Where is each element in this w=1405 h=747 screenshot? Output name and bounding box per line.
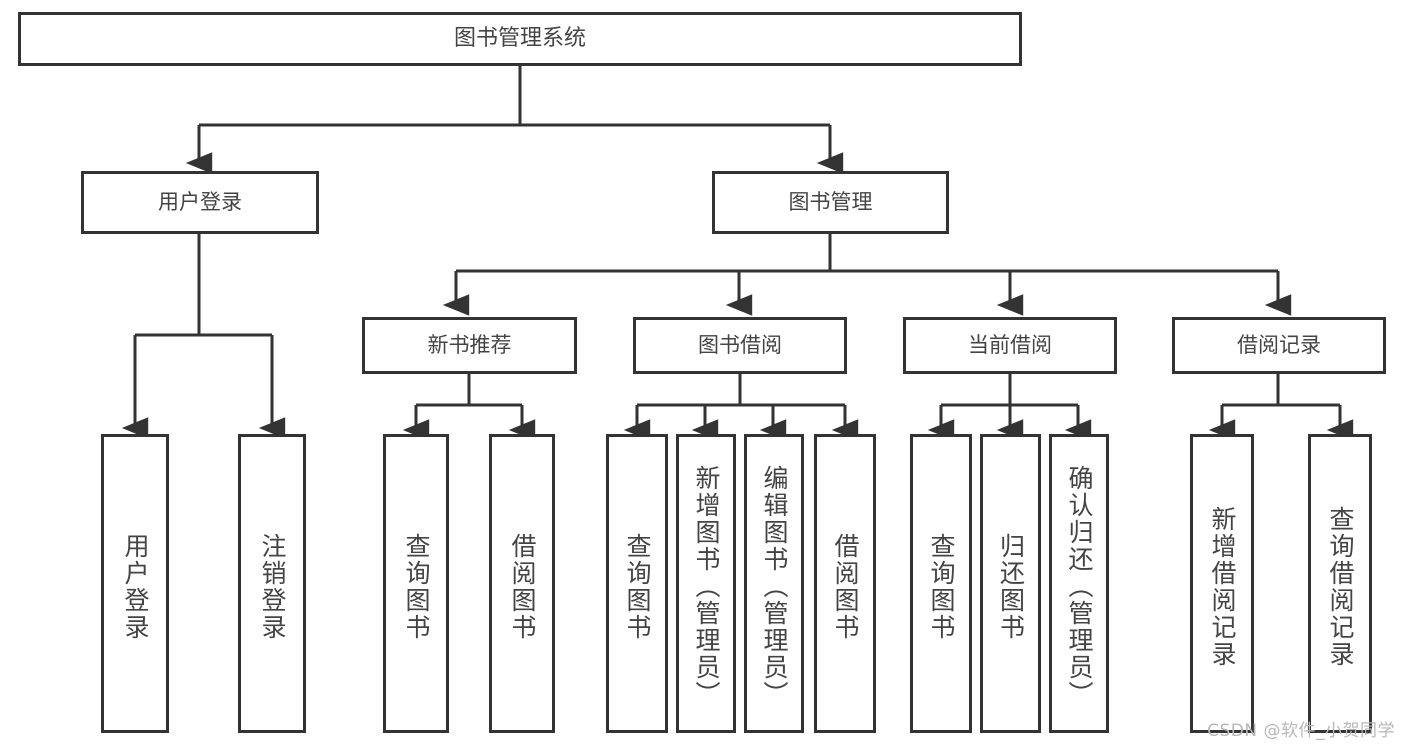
leaf-book-borrow-add-book-admin[interactable]: 新增图书（管理员）: [676, 434, 736, 733]
node-borrow-record[interactable]: 借阅记录: [1172, 317, 1386, 374]
node-label: 用户登录: [158, 190, 242, 215]
node-label: 查询图书: [623, 532, 652, 641]
leaf-current-borrow-confirm-return-admin[interactable]: 确认归还（管理员）: [1049, 434, 1109, 733]
node-label: 新增借阅记录: [1208, 505, 1237, 668]
node-current-borrow[interactable]: 当前借阅: [903, 317, 1117, 374]
node-label: 图书管理: [788, 190, 873, 215]
node-label: 查询借阅记录: [1326, 505, 1355, 668]
node-book-management[interactable]: 图书管理: [712, 171, 949, 234]
node-user-login[interactable]: 用户登录: [81, 171, 319, 234]
node-label: 确认归还（管理员）: [1065, 465, 1094, 708]
node-new-book-recommend[interactable]: 新书推荐: [362, 317, 577, 374]
node-label: 注销登录: [258, 532, 287, 641]
leaf-current-borrow-return-book[interactable]: 归还图书: [980, 434, 1041, 733]
leaf-book-borrow-borrow-book[interactable]: 借阅图书: [814, 434, 876, 733]
leaf-new-book-query-book[interactable]: 查询图书: [383, 434, 449, 733]
leaf-book-borrow-edit-book-admin[interactable]: 编辑图书（管理员）: [744, 434, 804, 733]
node-book-borrow[interactable]: 图书借阅: [633, 317, 847, 374]
node-label: 当前借阅: [968, 333, 1052, 358]
node-label: 新书推荐: [427, 333, 512, 358]
leaf-user-login-logout[interactable]: 注销登录: [238, 434, 306, 733]
leaf-new-book-borrow-book[interactable]: 借阅图书: [489, 434, 555, 733]
leaf-book-borrow-query-book[interactable]: 查询图书: [606, 434, 668, 733]
node-label: 归还图书: [996, 532, 1026, 641]
node-label: 新增图书（管理员）: [692, 465, 721, 708]
node-label: 图书借阅: [698, 333, 782, 358]
leaf-current-borrow-query-book[interactable]: 查询图书: [910, 434, 972, 733]
node-label: 借阅记录: [1237, 333, 1321, 358]
leaf-borrow-record-query-record[interactable]: 查询借阅记录: [1308, 434, 1372, 733]
node-label: 用户登录: [121, 532, 150, 641]
node-label: 查询图书: [927, 532, 956, 641]
node-label: 编辑图书（管理员）: [760, 465, 789, 708]
node-label: 借阅图书: [831, 532, 860, 641]
node-label: 查询图书: [402, 532, 431, 641]
node-label: 图书管理系统: [453, 25, 586, 51]
node-label: 借阅图书: [508, 532, 537, 641]
leaf-borrow-record-add-record[interactable]: 新增借阅记录: [1190, 434, 1254, 733]
node-root-book-management-system[interactable]: 图书管理系统: [18, 12, 1022, 66]
leaf-user-login-login[interactable]: 用户登录: [101, 434, 169, 733]
